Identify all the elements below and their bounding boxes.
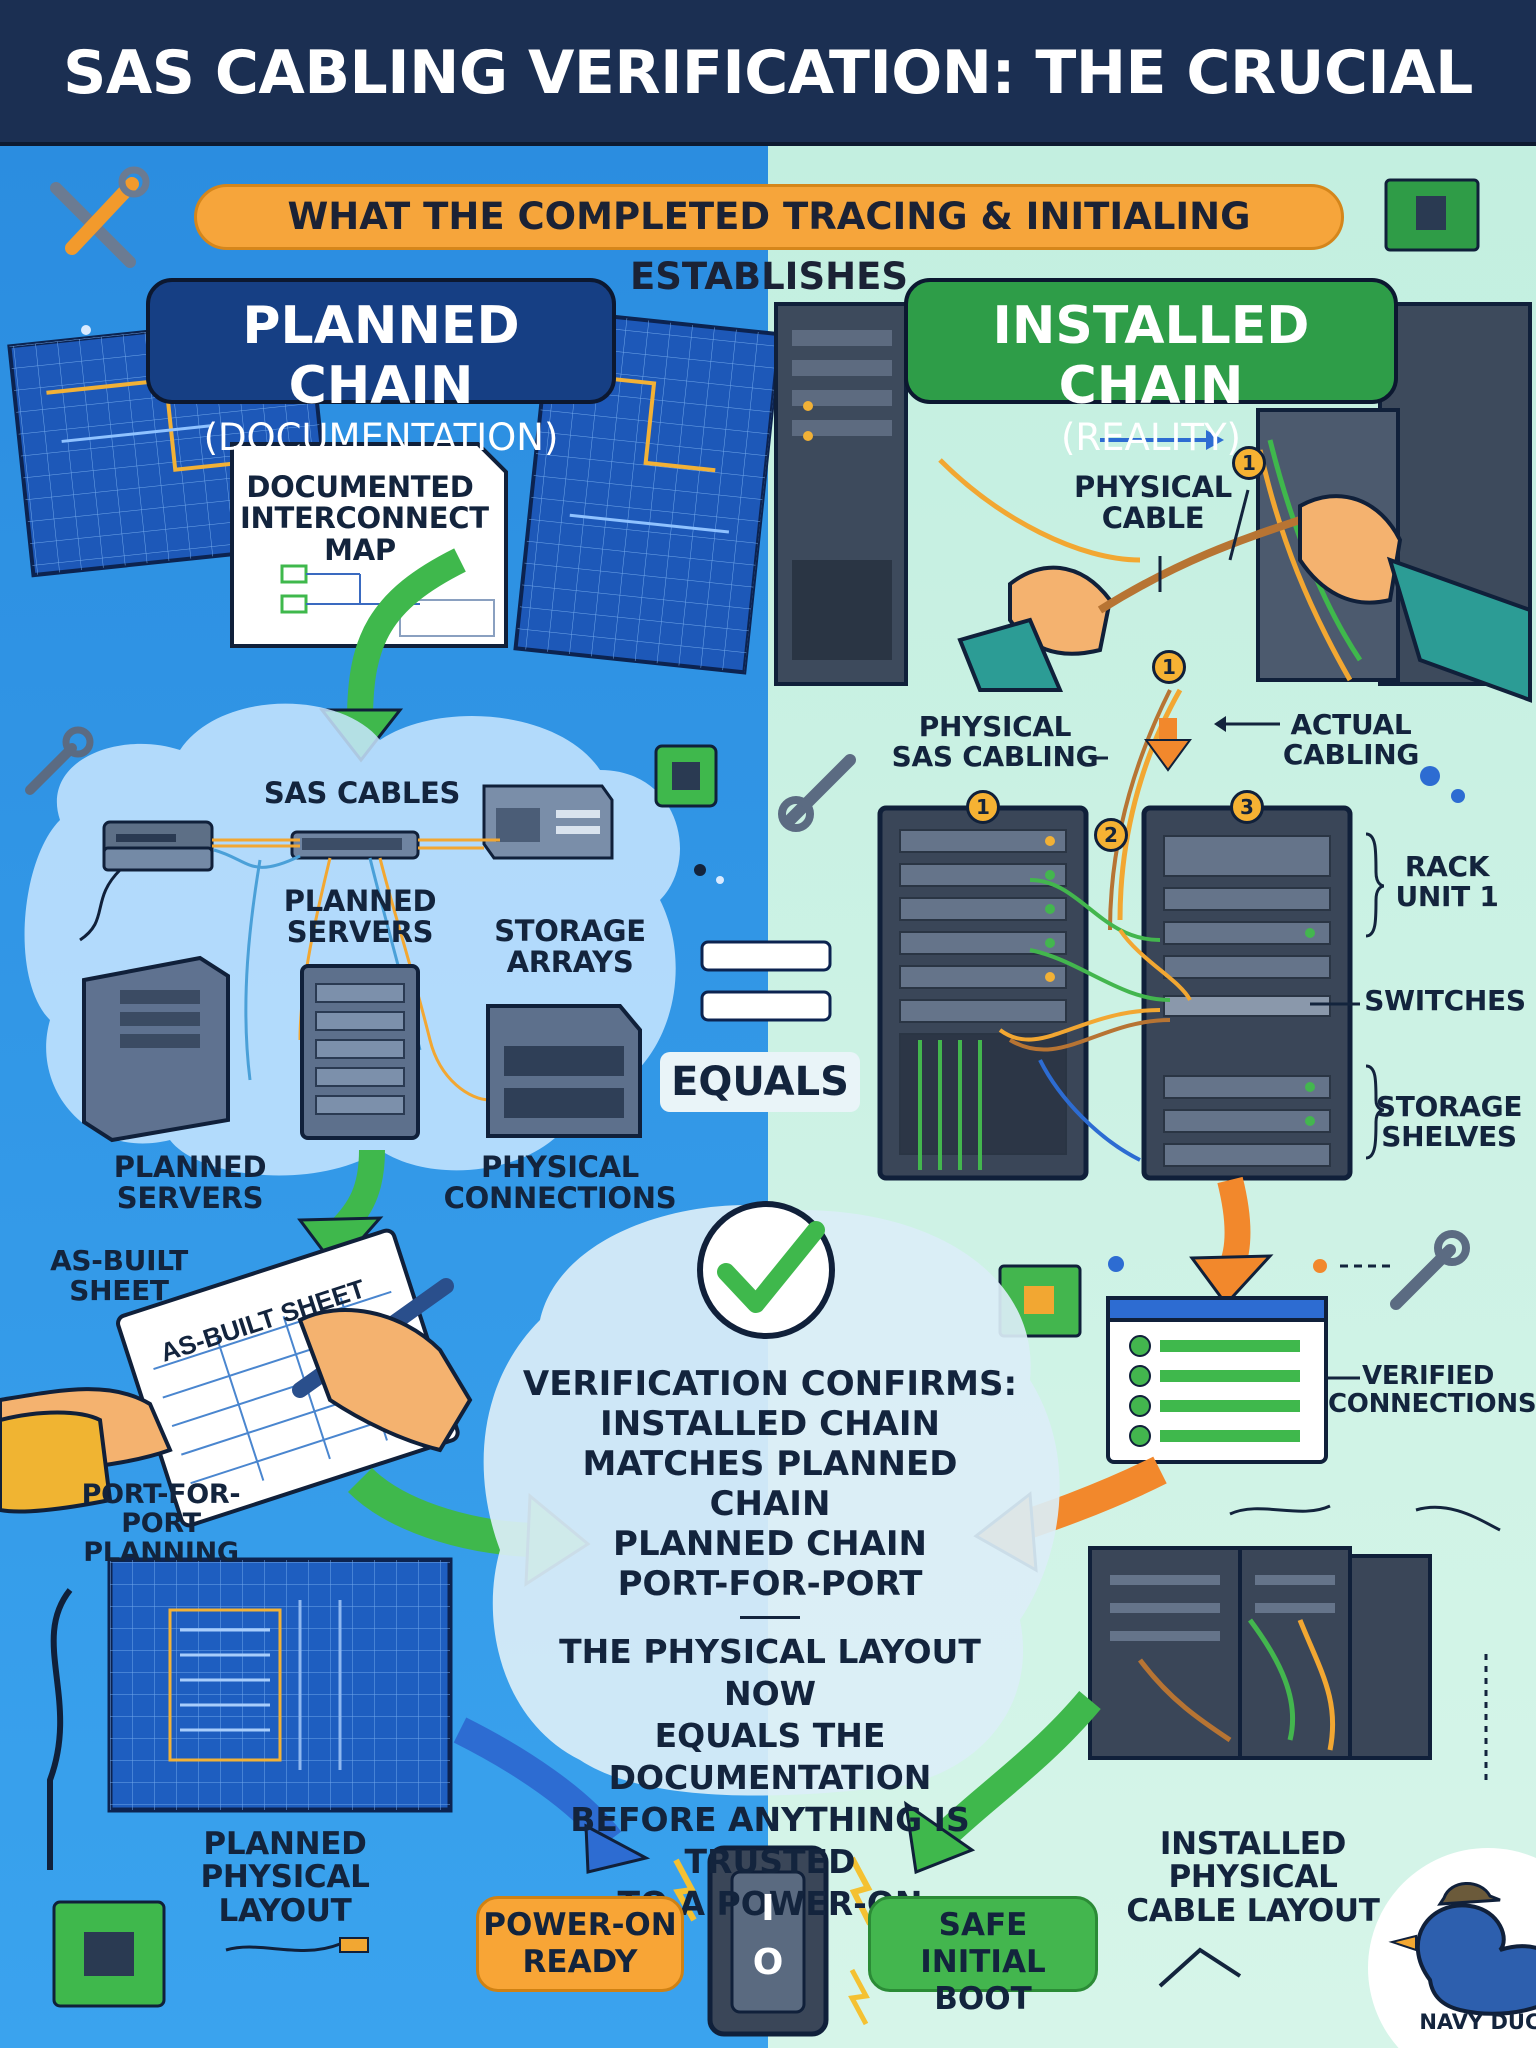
storage-top-right <box>482 784 614 860</box>
planned-servers-bottom-label: PLANNED SERVERS <box>113 1150 267 1216</box>
sas-cables-label: SAS CABLES <box>263 776 461 810</box>
verification-bubble <box>483 1204 1060 1796</box>
physical-sas-cabling-label: PHYSICAL SAS CABLING <box>891 710 1099 774</box>
equals-label: EQUALS <box>660 1052 860 1112</box>
safe-initial-boot-pill: SAFE INITIAL BOOT <box>868 1896 1098 2017</box>
installed-layout-label: INSTALLED PHYSICAL CABLE LAYOUT <box>1126 1826 1380 1929</box>
wrench-icon-left <box>25 726 94 795</box>
planned-chain-heading-box: PLANNED CHAIN (DOCUMENTATION) <box>146 278 616 459</box>
verification-text: VERIFICATION CONFIRMS: INSTALLED CHAIN M… <box>520 1364 1020 1925</box>
installed-chain-subheading: (REALITY) <box>1061 416 1241 459</box>
circuit-icon-top <box>1384 178 1480 252</box>
sas-switch <box>290 830 420 860</box>
rack-unit-label: RACK UNIT 1 <box>1395 850 1499 914</box>
planned-chain-heading: PLANNED CHAIN <box>242 296 520 416</box>
actual-cabling-label: ACTUAL CABLING <box>1282 708 1420 772</box>
brand-label: NAVY DUCK <box>1419 2010 1536 2034</box>
power-switch <box>707 1845 829 2037</box>
marker-1-cable: 1 <box>1152 650 1186 684</box>
switch-on-glyph: I <box>761 1888 775 1929</box>
arrow-map-to-diagram <box>347 548 466 721</box>
wrench-icon-right-bottom <box>1390 1230 1470 1310</box>
storage-shelves-label: STORAGE SHELVES <box>1375 1090 1523 1154</box>
check-circle-icon <box>697 1201 835 1339</box>
marker-1-rack: 1 <box>966 790 1000 824</box>
navy-duck-logo <box>1368 1848 1536 2048</box>
verification-line: THE PHYSICAL LAYOUT NOW <box>559 1632 981 1713</box>
verified-checklist <box>1106 1296 1328 1464</box>
rack-server <box>300 964 420 1140</box>
tools-icon <box>50 166 150 268</box>
storage-array <box>486 1004 642 1138</box>
verification-line: BEFORE ANYTHING IS TRUSTED <box>570 1800 970 1881</box>
installed-chain-heading: INSTALLED CHAIN <box>992 296 1310 416</box>
installed-chain-heading-box: INSTALLED CHAIN (REALITY) <box>904 278 1398 459</box>
subtitle-pill: WHAT THE COMPLETED TRACING & INITIALING … <box>194 184 1344 298</box>
power-on-ready-pill: POWER-ON READY <box>476 1896 684 1992</box>
planned-layout-label: PLANNED PHYSICAL LAYOUT <box>200 1826 370 1929</box>
marker-1-top: 1 <box>1232 446 1266 480</box>
port-planning-label: PORT-FOR- PORT PLANNING <box>81 1479 241 1569</box>
planned-chain-subheading: (DOCUMENTATION) <box>203 416 559 459</box>
rack-cluster <box>1088 1546 1432 1760</box>
rack-right <box>1141 805 1353 1181</box>
physical-connections-label: PHYSICAL CONNECTIONS <box>443 1150 677 1216</box>
planned-layout-blueprint <box>107 1557 453 1813</box>
arrow-cluster-to-switch <box>930 1691 1101 1850</box>
verification-line: PLANNED CHAIN <box>613 1524 927 1564</box>
verification-line: EQUALS THE DOCUMENTATION <box>608 1716 932 1797</box>
rack-room <box>774 302 1532 686</box>
wrench-icon-right-top <box>778 754 856 832</box>
right-hand <box>297 1308 473 1453</box>
storage-arrays-label: STORAGE ARRAYS <box>494 914 646 980</box>
arrow-layout-to-switch <box>453 1717 622 1849</box>
equals-sign <box>700 940 832 1022</box>
chip-icon-mid <box>654 744 718 808</box>
physical-cable-label: PHYSICAL CABLE <box>1073 470 1232 536</box>
rack-left <box>877 805 1089 1181</box>
chip-icon-bottom <box>52 1900 166 2008</box>
marker-3: 3 <box>1230 790 1264 824</box>
divider <box>740 1616 800 1619</box>
tower-server <box>82 955 230 1143</box>
as-built-sheet-label: AS-BUILT SHEET <box>50 1244 188 1308</box>
verification-line: INSTALLED CHAIN <box>600 1404 940 1444</box>
interconnect-map-paper <box>230 442 508 648</box>
server-top-left <box>102 820 214 872</box>
marker-2: 2 <box>1094 818 1128 852</box>
switches-label: SWITCHES <box>1364 984 1526 1017</box>
verified-connections-label: VERIFIED CONNECTIONS <box>1328 1361 1536 1420</box>
verification-line: MATCHES PLANNED CHAIN <box>582 1444 958 1524</box>
planned-servers-top-label: PLANNED SERVERS <box>283 884 437 950</box>
title-bar: SAS CABLING VERIFICATION: THE CRUCIAL ST… <box>0 0 1536 254</box>
switch-off-glyph: O <box>752 1942 784 1983</box>
verification-line: PORT-FOR-PORT <box>617 1564 923 1604</box>
verification-line: VERIFICATION CONFIRMS: <box>522 1364 1018 1404</box>
interconnect-map-label: DOCUMENTED INTERCONNECT MAP <box>240 470 489 567</box>
